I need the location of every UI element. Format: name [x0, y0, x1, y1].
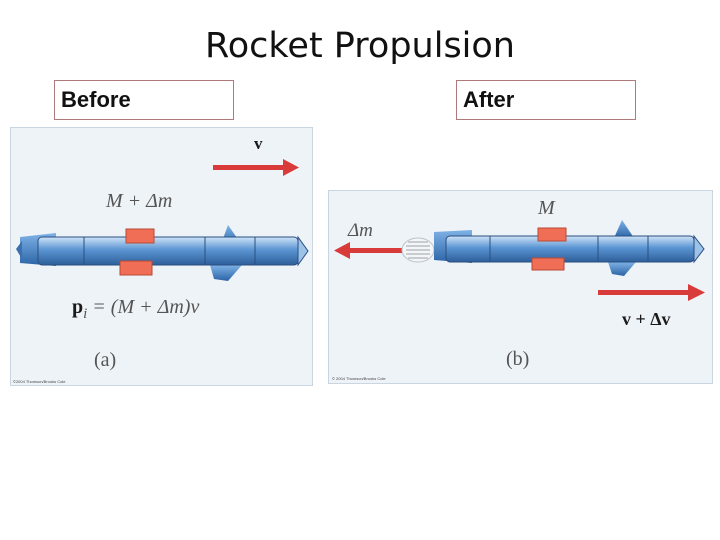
exhaust-mass-label: Δm	[347, 220, 373, 241]
mass-label: M + Δm	[105, 190, 172, 212]
rocket-bottom-fin-after	[608, 262, 636, 276]
rocket-after	[434, 220, 705, 276]
panel-before-diagram: v M + Δm pi = (M + Δm)v (a) ©2004 Tho	[10, 127, 313, 386]
slide-title: Rocket Propulsion	[204, 26, 515, 66]
exhaust-plume	[401, 237, 435, 263]
copyright-a: ©2004 Thomson/Brooks Cole	[13, 379, 66, 384]
velocity-label-after: v + Δv	[622, 309, 671, 329]
velocity-label: v	[254, 134, 263, 153]
momentum-equation: pi = (M + Δm)v	[72, 296, 199, 322]
mass-label-after: M	[537, 197, 556, 219]
rocket-nose	[297, 235, 309, 267]
copyright-b: © 2004 Thomson/Brooks Cole	[332, 376, 386, 381]
velocity-arrow-after	[598, 284, 705, 301]
velocity-arrow	[213, 159, 299, 176]
fuel-mass-top	[125, 228, 155, 244]
fuel-mass-bottom-after	[531, 257, 565, 271]
rocket-nose-after	[693, 234, 705, 264]
rocket-body	[37, 236, 299, 266]
rocket-before	[16, 225, 309, 281]
fuel-mass-bottom	[119, 260, 153, 276]
rocket-top-fin-after	[614, 220, 634, 238]
caption-b: (b)	[506, 348, 529, 370]
caption-a: (a)	[94, 349, 116, 371]
panel-after-diagram: M Δm	[328, 190, 713, 384]
rocket-body-after	[445, 235, 695, 263]
panel-before: v M + Δm pi = (M + Δm)v (a) ©2004 Tho	[10, 127, 313, 386]
rocket-bottom-fin	[210, 265, 242, 281]
exhaust-arrow	[334, 242, 406, 259]
fuel-mass-top-after	[537, 227, 567, 242]
panel-after: M Δm	[328, 190, 713, 384]
after-label: After	[456, 80, 636, 120]
before-label: Before	[54, 80, 234, 120]
panel-after-background	[328, 190, 713, 384]
